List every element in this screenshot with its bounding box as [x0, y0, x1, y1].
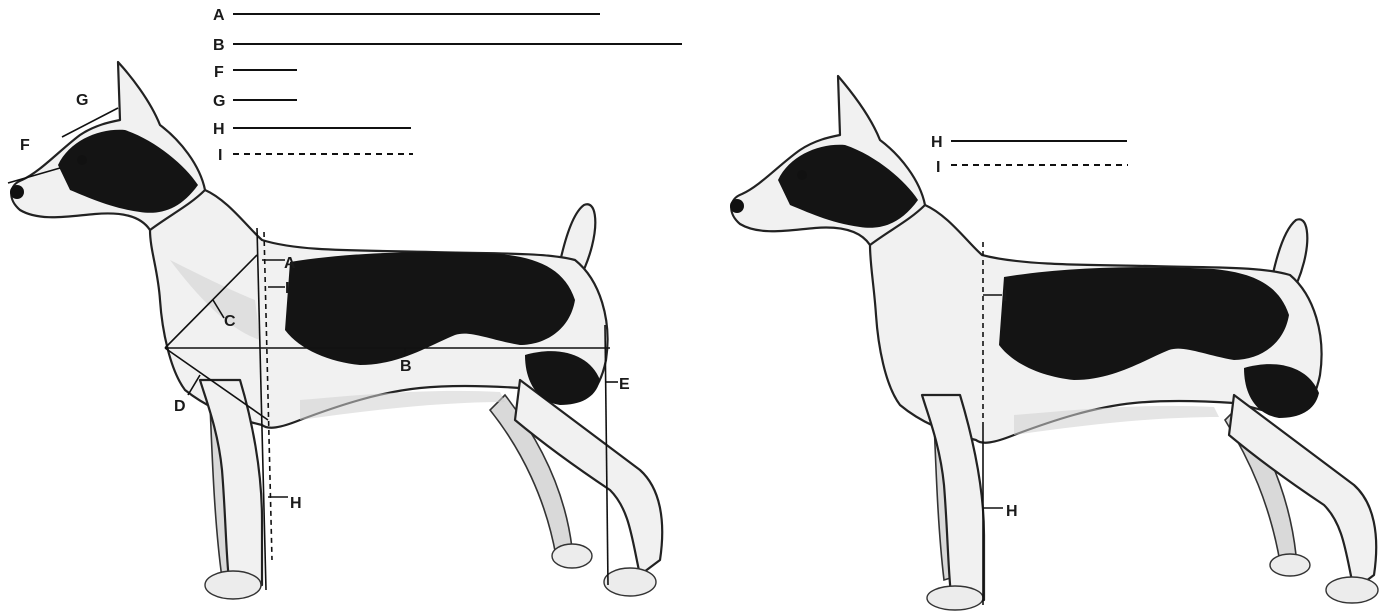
left-label-f: F: [20, 137, 30, 154]
legend-right: H I: [931, 134, 1128, 176]
legend-left-label-i: I: [218, 147, 222, 164]
left-label-g: G: [76, 92, 88, 109]
legend-left-label-g: G: [213, 93, 225, 110]
legend-left: A B F G H I: [213, 7, 682, 164]
legend-left-label-f: F: [214, 64, 224, 81]
left-label-i: I: [285, 280, 289, 297]
left-label-c: C: [224, 313, 236, 330]
right-label-h: H: [1006, 503, 1018, 520]
legend-left-label-b: B: [213, 37, 225, 54]
legend-right-label-h: H: [931, 134, 943, 151]
legend-right-label-i: I: [936, 159, 940, 176]
legend-left-label-a: A: [213, 7, 225, 24]
left-label-h: H: [290, 495, 302, 512]
legend-left-label-h: H: [213, 121, 225, 138]
left-label-e: E: [619, 376, 630, 393]
left-label-b: B: [400, 358, 412, 375]
left-dog-illustration: [10, 62, 662, 599]
right-label-i: I: [1003, 288, 1007, 305]
right-dog-illustration: [730, 76, 1378, 610]
left-label-a: A: [284, 255, 296, 272]
left-label-d: D: [174, 398, 186, 415]
